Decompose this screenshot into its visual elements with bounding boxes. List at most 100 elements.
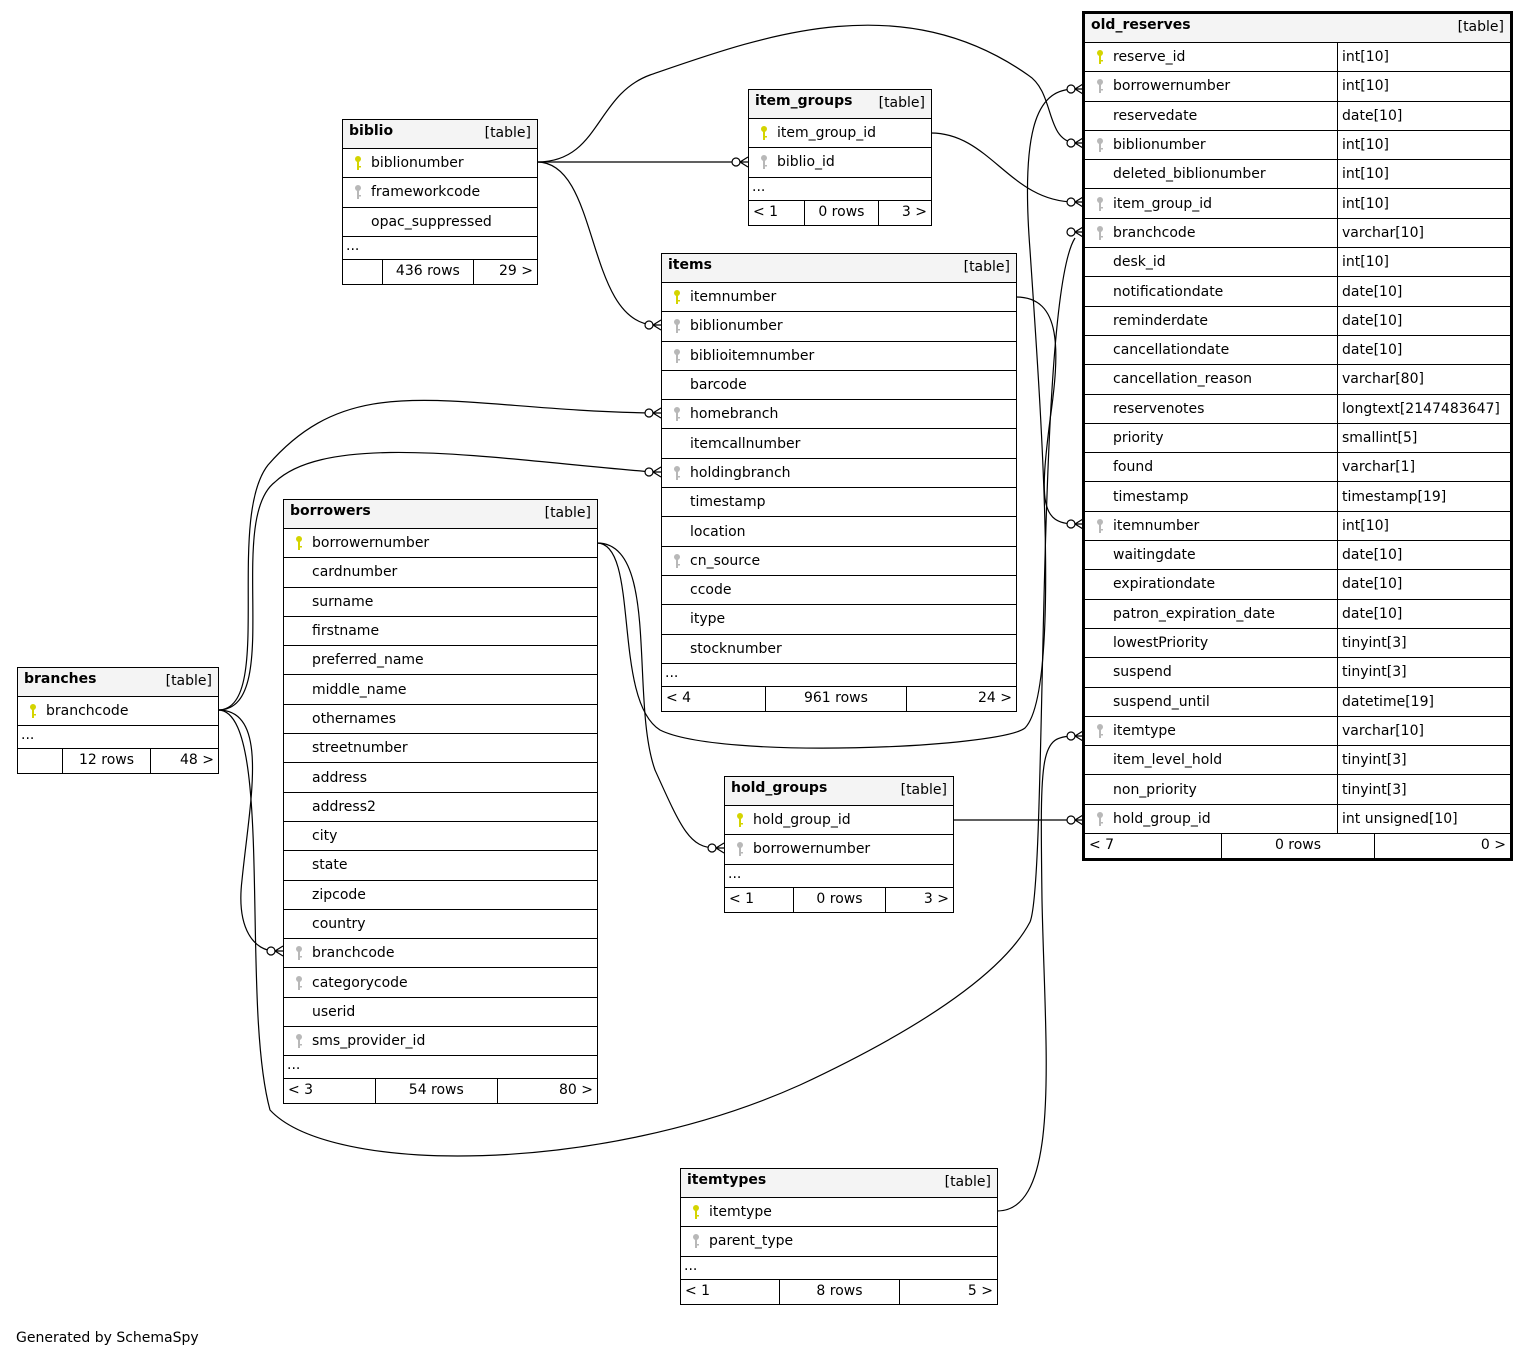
column-row[interactable]: address2 (284, 793, 597, 822)
parents-count[interactable]: < 1 (729, 890, 755, 907)
column-row[interactable]: suspend tinyint[3] (1085, 658, 1510, 688)
table-biblio[interactable]: biblio [table] biblionumber frameworkcod… (342, 119, 538, 285)
table-name[interactable]: borrowers (290, 503, 371, 519)
table-itemtypes[interactable]: itemtypes [table] itemtype parent_type .… (680, 1168, 998, 1305)
column-row[interactable]: branchcode varchar[10] (1085, 218, 1510, 249)
column-row[interactable]: ccode (662, 576, 1016, 606)
column-row[interactable]: timestamp timestamp[19] (1085, 482, 1510, 512)
column-row[interactable]: biblionumber int[10] (1085, 130, 1510, 161)
table-name[interactable]: branches (24, 671, 97, 687)
column-row[interactable]: itemtype (681, 1198, 997, 1228)
column-row[interactable]: cn_source (662, 547, 1016, 576)
column-row[interactable]: deleted_biblionumber int[10] (1085, 160, 1510, 190)
column-row[interactable]: timestamp (662, 488, 1016, 518)
table-items[interactable]: items [table] itemnumber biblionumber bi… (661, 253, 1017, 712)
column-row[interactable]: biblionumber (343, 149, 537, 179)
column-row[interactable]: biblioitemnumber (662, 342, 1016, 371)
column-row[interactable]: branchcode (18, 697, 218, 727)
column-row[interactable]: biblionumber (662, 312, 1016, 342)
children-count[interactable]: 24 > (906, 686, 1016, 711)
children-count[interactable]: 5 > (899, 1279, 997, 1304)
column-row[interactable]: address (284, 763, 597, 793)
column-row[interactable]: branchcode (284, 939, 597, 969)
column-row[interactable]: parent_type (681, 1227, 997, 1257)
column-row[interactable]: found varchar[1] (1085, 453, 1510, 483)
table-name[interactable]: biblio (349, 123, 394, 139)
parents-count[interactable]: < 1 (753, 203, 779, 220)
parents-count[interactable] (18, 749, 62, 773)
column-row[interactable]: lowestPriority tinyint[3] (1085, 628, 1510, 659)
column-row[interactable]: middle_name (284, 675, 597, 705)
parents-count[interactable]: < 7 (1089, 837, 1115, 854)
column-row[interactable]: sms_provider_id (284, 1027, 597, 1057)
column-row[interactable]: biblio_id (749, 148, 931, 178)
column-row[interactable]: reservedate date[10] (1085, 101, 1510, 131)
column-row[interactable]: expirationdate date[10] (1085, 570, 1510, 600)
column-row[interactable]: streetnumber (284, 734, 597, 764)
column-row[interactable]: patron_expiration_date date[10] (1085, 599, 1510, 629)
column-row[interactable]: waitingdate date[10] (1085, 541, 1510, 571)
column-row[interactable]: item_level_hold tinyint[3] (1085, 746, 1510, 776)
table-branches[interactable]: branches [table] branchcode ... 12 rows … (17, 667, 219, 775)
table-name[interactable]: hold_groups (731, 780, 828, 796)
column-row[interactable]: itemnumber (662, 283, 1016, 313)
parents-count[interactable] (343, 260, 382, 284)
column-row[interactable]: cardnumber (284, 558, 597, 588)
column-row[interactable]: city (284, 822, 597, 852)
column-row[interactable]: state (284, 851, 597, 881)
column-row[interactable]: reminderdate date[10] (1085, 306, 1510, 336)
column-row[interactable]: opac_suppressed (343, 208, 537, 237)
column-row[interactable]: notificationdate date[10] (1085, 277, 1510, 307)
column-row[interactable]: homebranch (662, 400, 1016, 430)
column-row[interactable]: othernames (284, 705, 597, 735)
table-old_reserves[interactable]: old_reserves [table] reserve_id int[10] … (1082, 11, 1513, 862)
children-count[interactable]: 48 > (150, 749, 218, 774)
column-row[interactable]: barcode (662, 371, 1016, 401)
parents-count[interactable]: < 3 (288, 1082, 314, 1099)
column-row[interactable]: preferred_name (284, 646, 597, 676)
column-row[interactable]: firstname (284, 617, 597, 647)
column-row[interactable]: cancellationdate date[10] (1085, 335, 1510, 366)
table-borrowers[interactable]: borrowers [table] borrowernumber cardnum… (283, 499, 598, 1105)
column-row[interactable]: hold_group_id (725, 806, 953, 836)
column-row[interactable]: country (284, 910, 597, 940)
column-row[interactable]: zipcode (284, 881, 597, 910)
column-row[interactable]: non_priority tinyint[3] (1085, 775, 1510, 805)
children-count[interactable]: 0 > (1374, 834, 1510, 859)
column-row[interactable]: reservenotes longtext[2147483647] (1085, 394, 1510, 424)
column-row[interactable]: borrowernumber (725, 835, 953, 865)
column-row[interactable]: desk_id int[10] (1085, 248, 1510, 278)
column-row[interactable]: itype (662, 605, 1016, 635)
column-row[interactable]: surname (284, 588, 597, 617)
column-row[interactable]: location (662, 517, 1016, 547)
column-row[interactable]: hold_group_id int unsigned[10] (1085, 804, 1510, 835)
column-row[interactable]: item_group_id (749, 119, 931, 149)
column-row[interactable]: itemtype varchar[10] (1085, 716, 1510, 747)
children-count[interactable]: 29 > (472, 259, 537, 284)
column-row[interactable]: cancellation_reason varchar[80] (1085, 365, 1510, 395)
table-name[interactable]: old_reserves (1091, 17, 1191, 33)
table-name[interactable]: item_groups (755, 93, 853, 109)
column-row[interactable]: borrowernumber int[10] (1085, 72, 1510, 102)
parents-count[interactable]: < 4 (666, 689, 692, 706)
column-row[interactable]: stocknumber (662, 635, 1016, 664)
column-row[interactable]: itemcallnumber (662, 429, 1016, 459)
column-row[interactable]: borrowernumber (284, 529, 597, 559)
table-name[interactable]: items (668, 257, 712, 273)
column-row[interactable]: itemnumber int[10] (1085, 511, 1510, 542)
column-row[interactable]: holdingbranch (662, 459, 1016, 489)
table-name[interactable]: itemtypes (687, 1172, 767, 1188)
column-row[interactable]: frameworkcode (343, 178, 537, 208)
column-row[interactable]: reserve_id int[10] (1085, 43, 1510, 73)
table-item_groups[interactable]: item_groups [table] item_group_id biblio… (748, 89, 932, 226)
column-row[interactable]: userid (284, 998, 597, 1028)
children-count[interactable]: 80 > (496, 1079, 597, 1104)
children-count[interactable]: 3 > (878, 200, 931, 225)
children-count[interactable]: 3 > (884, 887, 953, 912)
table-hold_groups[interactable]: hold_groups [table] hold_group_id borrow… (724, 776, 954, 913)
column-row[interactable]: item_group_id int[10] (1085, 189, 1510, 219)
column-row[interactable]: priority smallint[5] (1085, 423, 1510, 454)
column-row[interactable]: categorycode (284, 968, 597, 998)
column-row[interactable]: suspend_until datetime[19] (1085, 687, 1510, 717)
parents-count[interactable]: < 1 (685, 1282, 711, 1299)
